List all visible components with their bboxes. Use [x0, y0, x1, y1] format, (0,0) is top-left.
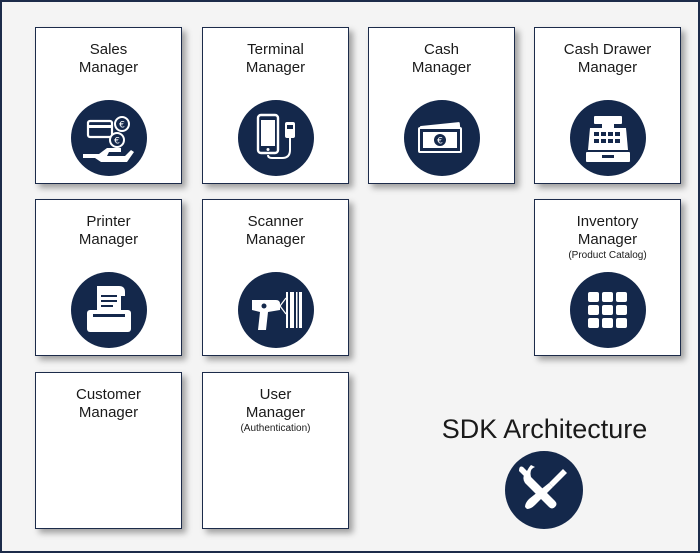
- terminal-manager-line1: Terminal: [247, 41, 304, 58]
- svg-text:€: €: [437, 137, 443, 147]
- scanner-manager-line2: Manager: [245, 231, 306, 248]
- printer-manager-line2: Manager: [78, 231, 139, 248]
- inventory-manager-card: Inventory Manager (Product Catalog): [534, 199, 681, 356]
- customer-manager-card: Customer Manager: [35, 372, 182, 529]
- inventory-manager-line2: Manager: [577, 231, 638, 248]
- sdk-architecture-title: SDK Architecture: [441, 414, 648, 444]
- printer-manager-title: Printer Manager: [36, 213, 181, 249]
- scanner-manager-line1: Scanner: [247, 213, 304, 230]
- terminal-manager-title: Terminal Manager: [203, 41, 348, 77]
- barcode-scanner-icon: [237, 272, 314, 348]
- customer-manager-line1: Customer: [75, 386, 142, 403]
- printer-manager-card: Printer Manager: [35, 199, 182, 356]
- receipt-printer-icon: [70, 272, 147, 348]
- customer-manager-line2: Manager: [78, 404, 139, 421]
- sales-manager-title: Sales Manager: [36, 41, 181, 77]
- cash-drawer-manager-line2: Manager: [577, 59, 638, 76]
- user-manager-title: User Manager (Authentication): [203, 386, 348, 436]
- sales-manager-line2: Manager: [78, 59, 139, 76]
- inventory-manager-title: Inventory Manager (Product Catalog): [535, 213, 680, 263]
- scanner-manager-title: Scanner Manager: [203, 213, 348, 249]
- user-manager-subtitle: (Authentication): [240, 423, 311, 434]
- terminal-manager-line2: Manager: [245, 59, 306, 76]
- sales-manager-line1: Sales: [89, 41, 128, 58]
- inventory-grid-icon: [569, 272, 646, 348]
- terminal-manager-card: Terminal Manager: [202, 27, 349, 184]
- cash-register-icon: [569, 100, 646, 176]
- svg-text:€: €: [114, 137, 120, 147]
- cash-drawer-manager-title: Cash Drawer Manager: [535, 41, 680, 77]
- cash-manager-line1: Cash: [423, 41, 460, 58]
- printer-manager-line1: Printer: [86, 213, 131, 230]
- inventory-manager-subtitle: (Product Catalog): [568, 250, 647, 261]
- cash-drawer-manager-line1: Cash Drawer: [563, 41, 652, 58]
- scanner-manager-card: Scanner Manager: [202, 199, 349, 356]
- user-manager-card: User Manager (Authentication): [202, 372, 349, 529]
- cash-manager-card: Cash Manager €: [368, 27, 515, 184]
- banknotes-icon: €: [403, 100, 480, 176]
- phone-card-reader-icon: [237, 100, 314, 176]
- user-manager-line2: Manager: [245, 404, 306, 421]
- user-manager-line1: User: [259, 386, 292, 403]
- sales-manager-card: Sales Manager € €: [35, 27, 182, 184]
- customer-manager-title: Customer Manager: [36, 386, 181, 422]
- cash-manager-title: Cash Manager: [369, 41, 514, 77]
- inventory-manager-line1: Inventory: [576, 213, 639, 230]
- cash-manager-line2: Manager: [411, 59, 472, 76]
- cash-drawer-manager-card: Cash Drawer Manager: [534, 27, 681, 184]
- svg-text:€: €: [119, 121, 125, 131]
- tools-icon: [505, 451, 583, 529]
- payment-hand-icon: € €: [70, 100, 147, 176]
